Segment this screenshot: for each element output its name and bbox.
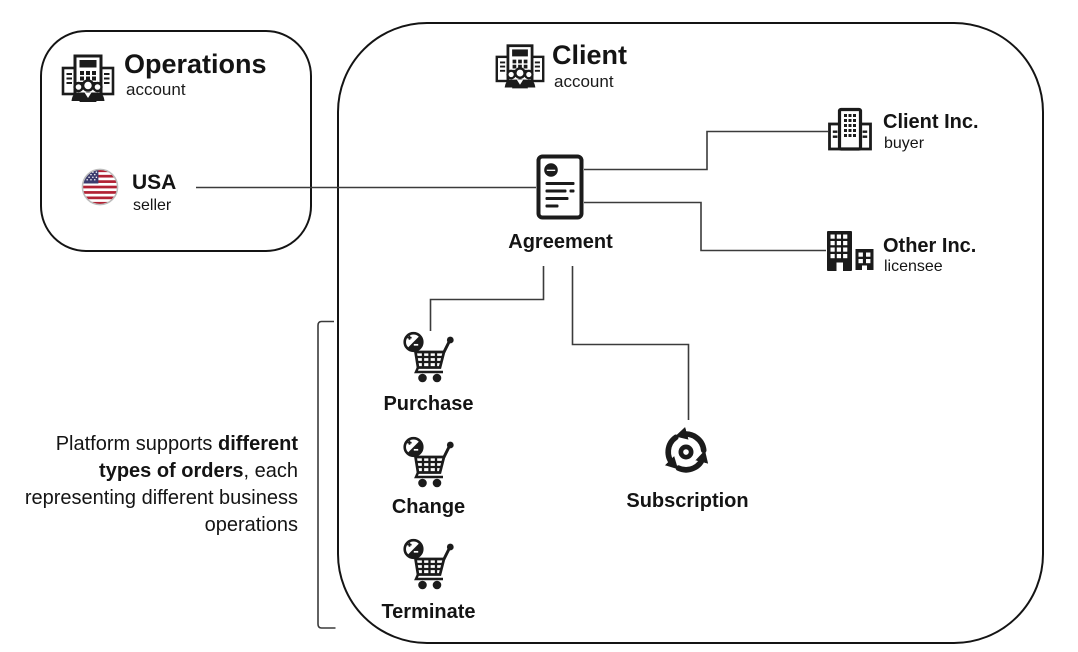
note-text-bold: different types of orders	[99, 433, 298, 482]
purchase-label: Purchase	[383, 393, 474, 415]
connector-agreement-otherinc	[584, 201, 826, 252]
note-text-regular: , each representing different business o…	[24, 460, 298, 536]
change-label: Change	[391, 496, 466, 518]
subscription-label: Subscription	[626, 490, 749, 512]
office-building-icon	[827, 107, 873, 153]
usa-flag-icon	[81, 168, 119, 206]
shopping-cart-icon	[402, 538, 456, 592]
other-inc-role: licensee	[884, 258, 943, 275]
operations-account-box	[40, 30, 312, 252]
renewal-cycle-icon	[655, 422, 717, 482]
client-inc-name: Client Inc.	[883, 111, 979, 133]
connector-agreement-subscription	[571, 266, 690, 420]
operations-title: Operations	[124, 49, 267, 79]
orders-note: Platform supports different types of ord…	[16, 431, 298, 539]
contract-document-icon	[536, 154, 584, 220]
client-subtitle: account	[554, 72, 614, 91]
buildings-icon	[825, 229, 877, 273]
shopping-cart-icon	[402, 436, 456, 490]
client-account-box	[337, 22, 1044, 644]
orders-bracket	[317, 320, 336, 629]
agreement-label: Agreement	[508, 231, 613, 253]
client-inc-role: buyer	[884, 135, 925, 152]
usa-role: seller	[133, 197, 172, 214]
connector-agreement-clientinc	[584, 130, 828, 171]
organization-icon	[494, 42, 546, 94]
terminate-label: Terminate	[381, 601, 476, 623]
connector-agreement-purchase	[429, 266, 545, 331]
usa-label: USA	[132, 171, 177, 194]
other-inc-name: Other Inc.	[883, 235, 977, 257]
operations-subtitle: account	[126, 80, 186, 99]
organization-icon	[60, 52, 116, 108]
note-text-regular: Platform supports	[55, 433, 218, 455]
client-title: Client	[552, 40, 628, 70]
shopping-cart-icon	[402, 331, 456, 385]
